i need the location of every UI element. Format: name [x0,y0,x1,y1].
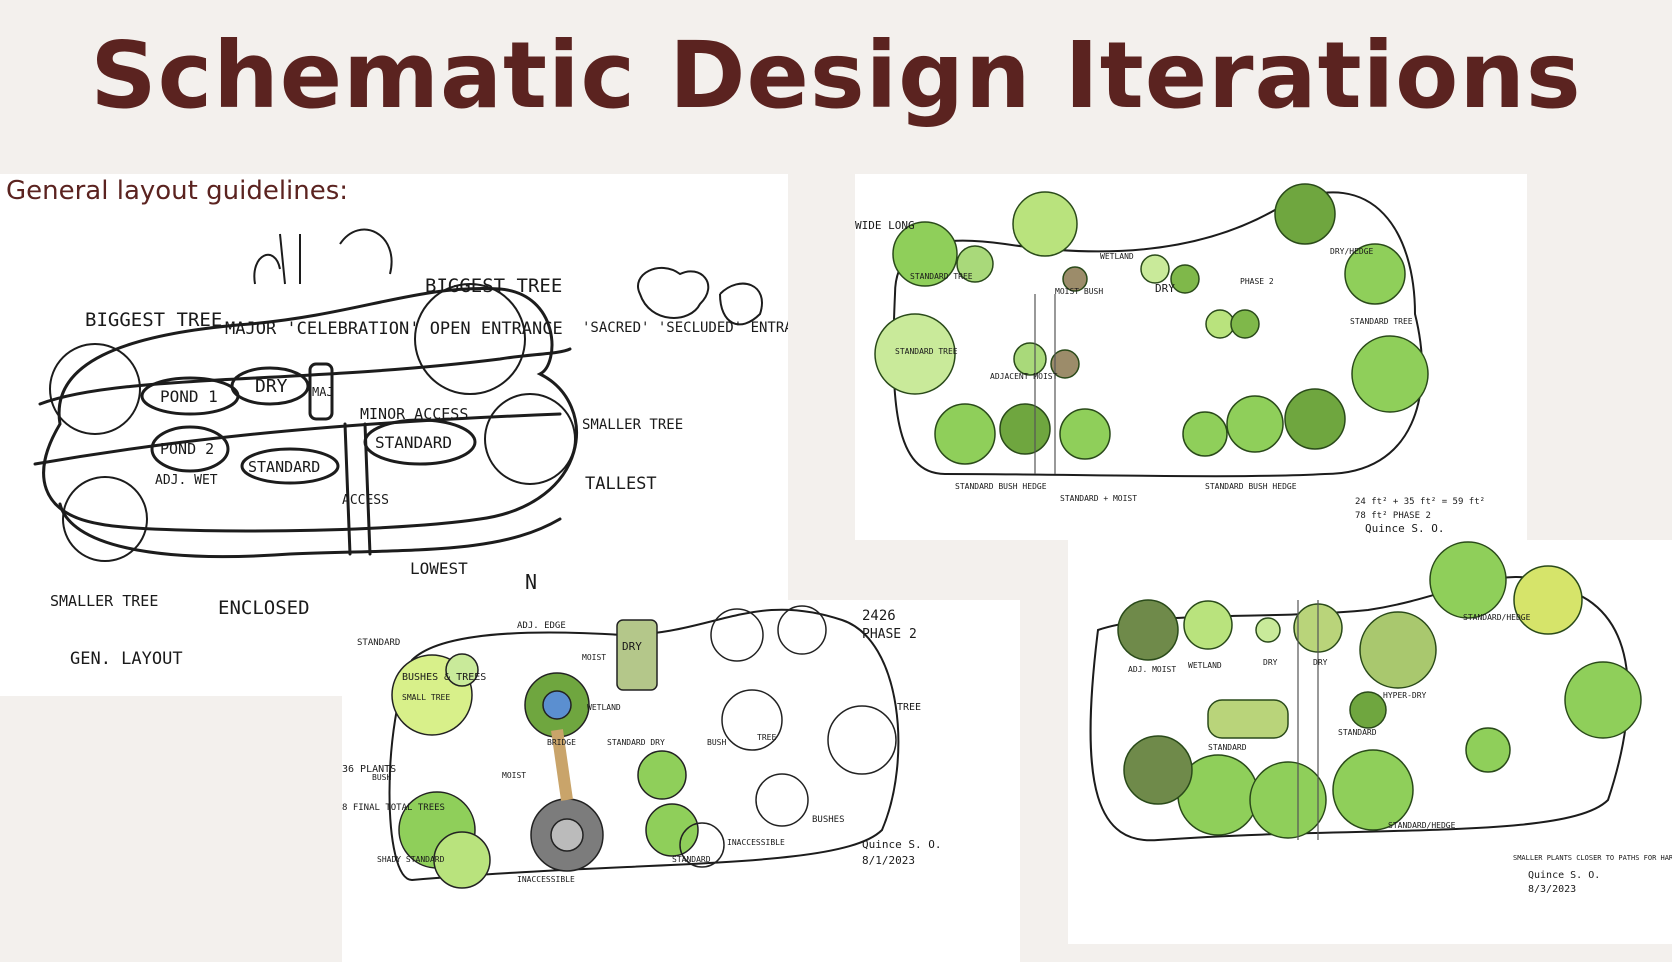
sketch4-label: STANDARD [1338,728,1377,737]
signature: Quince S. O. [1528,870,1600,881]
date-label: 8/1/2023 [862,854,915,867]
sketch3-label: MOIST [582,653,606,662]
sketch3-label: STANDARD [357,638,400,648]
iteration-4-drawing: ADJ. MOIST WETLAND DRY DRY HYPER-DRY STA… [1089,541,1672,895]
sketch2-label: ADJACENT MOIST [990,372,1058,381]
sketch1-label: MINOR ACCESS [360,405,468,423]
sketch3-label: PHASE 2 [862,627,917,642]
sketch3-label: TREE [757,733,776,742]
sketch3-label: INACCESSIBLE [727,838,785,847]
sketch3-label: WETLAND [587,703,621,712]
iteration-sketch-2: WIDE LONG STANDARD TREE STANDARD TREE WE… [855,174,1527,540]
sketch2-label: WIDE LONG [855,219,915,232]
sketch2-label: STANDARD + MOIST [1060,494,1137,503]
sketch1-label: GEN. LAYOUT [70,649,183,669]
sketch2-label: STANDARD TREE [1350,317,1413,326]
sketch3-label: BUSHES & TREES [402,672,486,683]
sketch1-label: DRY [255,376,288,397]
sketch2-label: STANDARD BUSH HEDGE [1205,482,1297,491]
iteration-2-drawing: WIDE LONG STANDARD TREE STANDARD TREE WE… [855,183,1485,535]
sketch3-label: INACCESSIBLE [517,875,575,884]
sketch1-label: STANDARD [375,433,452,452]
general-layout-drawing: BIGGEST TREE MAJOR 'CELEBRATION' OPEN EN… [33,228,788,669]
sketch1-label: LOWEST [410,559,468,578]
sketch4-label: SMALLER PLANTS CLOSER TO PATHS FOR HARVE… [1513,854,1672,862]
sketch4-label: DRY [1313,658,1328,667]
iteration-sketch-4: ADJ. MOIST WETLAND DRY DRY HYPER-DRY STA… [1068,540,1672,944]
sketch3-label: DRY [622,640,642,653]
sketch3-label: 2426 [862,608,896,624]
sketch3-label: ADJ. EDGE [517,621,566,631]
signature: Quince S. O. [1365,522,1444,535]
sketch1-label: 'SACRED' 'SECLUDED' ENTRANCE [582,320,788,336]
sketch3-label: BUSHES [812,815,845,825]
sketch3-label: STANDARD [672,855,711,864]
general-layout-label: General layout guidelines: [6,176,349,206]
sketch3-label: SHADY STANDARD [377,855,445,864]
sketch4-label: DRY [1263,658,1278,667]
north-arrow-label: N [525,570,537,594]
sketch2-label: MOIST BUSH [1055,287,1103,296]
sketch1-label: STANDARD [248,458,320,476]
sketch1-label: SMALLER TREE [582,417,683,433]
iteration-sketch-3: 2426 PHASE 2 STANDARD BUSHES & TREES SMA… [342,600,1020,962]
sketch2-label: STANDARD TREE [895,347,958,356]
sketch4-label: STANDARD [1208,743,1247,752]
sketch3-label: STANDARD DRY [607,738,665,747]
sketch2-label: WETLAND [1100,252,1134,261]
sketch4-label: HYPER-DRY [1383,691,1427,700]
sketch1-label: POND 1 [160,387,218,406]
sketch1-label: TALLEST [585,474,657,494]
sketch1-label: MAJ [312,385,334,399]
iteration-3-drawing: 2426 PHASE 2 STANDARD BUSHES & TREES SMA… [342,605,941,889]
sketch2-label: STANDARD TREE [910,272,973,281]
signature: Quince S. O. [862,838,941,851]
sketch4-label: STANDARD/HEDGE [1463,613,1531,622]
sketch3-label: MOIST [502,771,526,780]
sketch2-label: PHASE 2 [1240,277,1274,286]
sketch3-label: BUSH [707,738,726,747]
page-title: Schematic Design Iterations [90,22,1582,129]
sketch3-label: 36 PLANTS [342,764,396,775]
sketch1-label: SMALLER TREE [50,592,158,610]
sketch1-label: BIGGEST TREE [85,309,222,331]
sketch3-label: BUSH [372,773,391,782]
sketch4-label: WETLAND [1188,661,1222,670]
sketch1-label: ADJ. WET [155,473,218,488]
sketch3-label: BRIDGE [547,738,576,747]
sketch4-label: STANDARD/HEDGE [1388,821,1456,830]
sketch3-label: SMALL TREE [402,693,450,702]
sketch3-label: 8 FINAL TOTAL TREES [342,803,445,813]
sketch2-label: DRY/HEDGE [1330,247,1374,256]
sketch2-label: 78 ft² PHASE 2 [1355,511,1431,521]
sketch2-label: 24 ft² + 35 ft² = 59 ft² [1355,497,1485,507]
sketch2-label: DRY [1155,282,1175,295]
sketch2-label: STANDARD BUSH HEDGE [955,482,1047,491]
sketch1-label: MAJOR 'CELEBRATION' OPEN ENTRANCE [225,319,563,339]
sketch1-label: POND 2 [160,440,214,458]
sketch3-label: TREE [897,702,921,713]
sketch1-label: BIGGEST TREE [425,275,562,297]
sketch4-label: ADJ. MOIST [1128,665,1176,674]
sketch1-label: ACCESS [342,493,389,508]
date-label: 8/3/2023 [1528,884,1576,895]
sketch1-label: ENCLOSED [218,597,310,619]
